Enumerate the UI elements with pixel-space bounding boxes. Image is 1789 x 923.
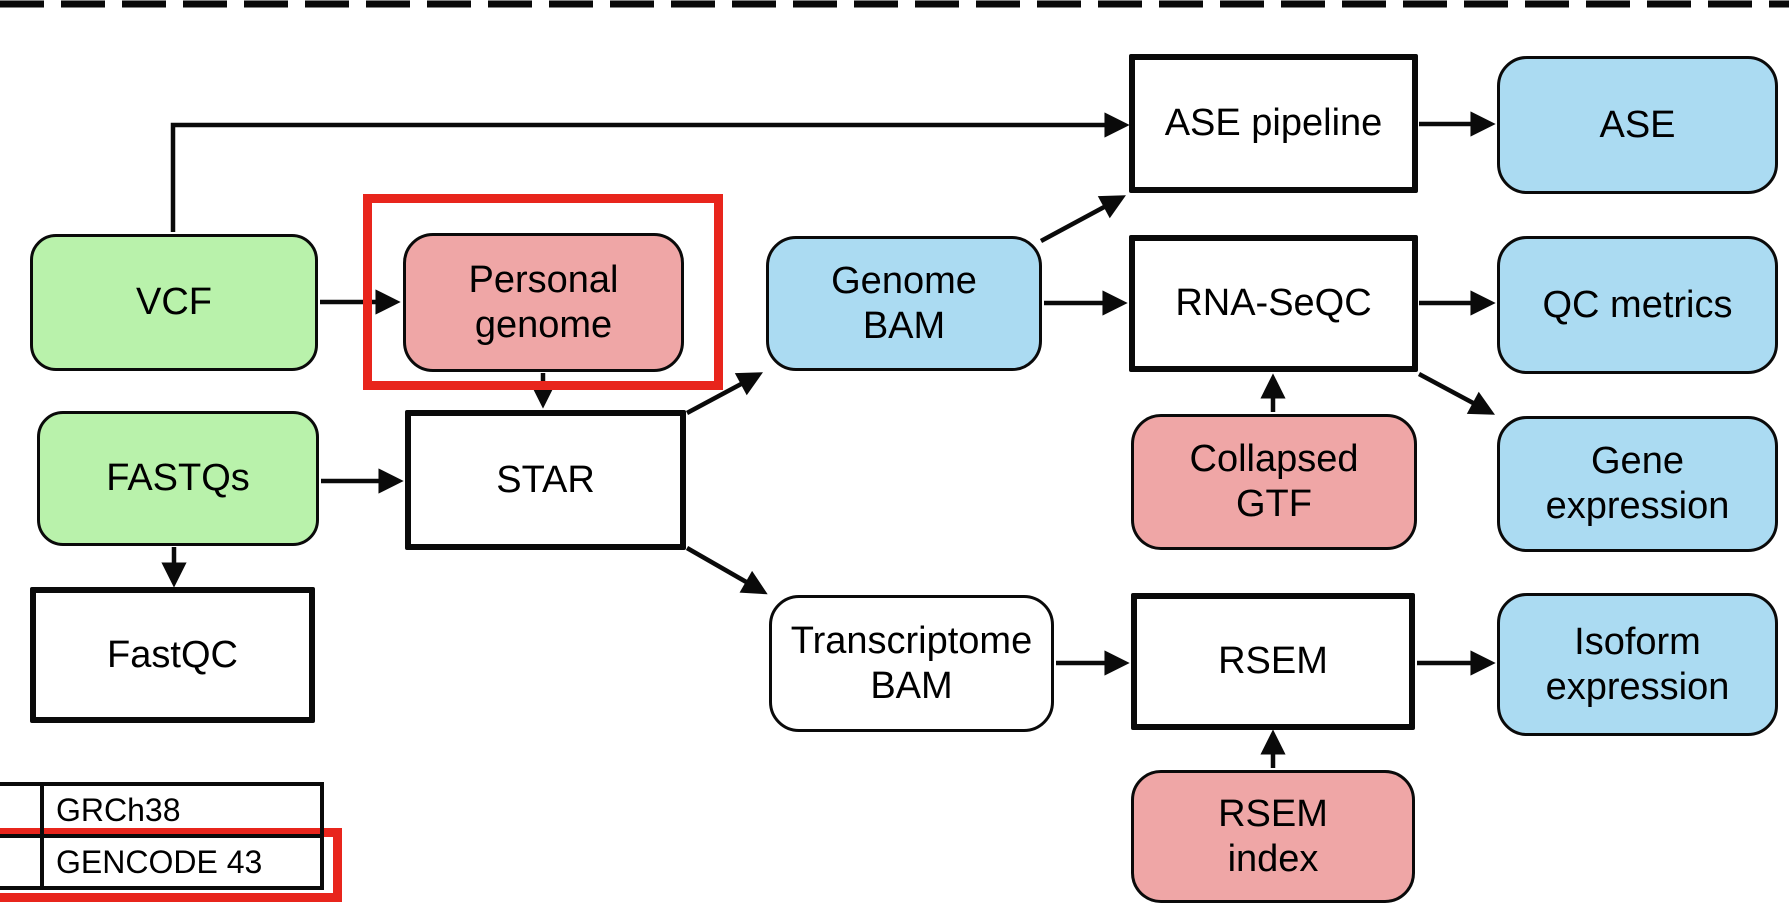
node-ase-pipeline: ASE pipeline [1129, 54, 1418, 193]
legend-label-gencode43: GENCODE 43 [56, 843, 263, 880]
edge-rna-seqc-to-gene-expression [1417, 372, 1495, 415]
node-collapsed-gtf-label: Collapsed GTF [1189, 438, 1359, 525]
legend-label-grch38: GRCh38 [56, 791, 181, 828]
node-personal-genome: Personal genome [403, 233, 684, 372]
node-collapsed-gtf: Collapsed GTF [1131, 414, 1417, 550]
node-fastqc: FastQC [30, 587, 315, 723]
node-star-label: STAR [496, 458, 595, 501]
node-rsem: RSEM [1131, 593, 1415, 730]
node-rsem-index-label: RSEM index [1218, 792, 1328, 880]
node-ase-pipeline-label: ASE pipeline [1164, 102, 1383, 145]
node-fastqs-label: FASTQs [106, 457, 250, 500]
node-ase: ASE [1497, 56, 1778, 194]
edge-vcf-to-ase-pipeline [170, 112, 1130, 232]
node-genome-bam: Genome BAM [766, 236, 1042, 371]
highlight-rect-gencode-row [0, 828, 342, 902]
legend-row-gencode43: GENCODE 43 [0, 838, 320, 886]
node-gene-expression-label: Gene expression [1545, 440, 1730, 527]
node-isoform-expression: Isoform expression [1497, 593, 1778, 736]
node-transcriptome-bam: Transcriptome BAM [769, 595, 1054, 732]
node-rsem-label: RSEM [1218, 640, 1328, 683]
node-fastqc-label: FastQC [107, 633, 238, 676]
node-isoform-expression-label: Isoform expression [1545, 620, 1730, 708]
legend-swatch-cell [0, 838, 44, 886]
node-qc-metrics-label: QC metrics [1542, 283, 1733, 326]
highlight-rect-personal-genome [363, 194, 723, 390]
edge-genome-bam-to-ase-pipeline [1039, 195, 1126, 243]
node-vcf-label: VCF [136, 281, 212, 324]
node-fastqs: FASTQs [37, 411, 319, 546]
legend-table: GRCh38 GENCODE 43 [0, 782, 324, 890]
node-rna-seqc: RNA-SeQC [1129, 235, 1418, 372]
node-transcriptome-bam-label: Transcriptome BAM [790, 619, 1033, 707]
edge-star-to-transcriptome-bam [685, 546, 768, 595]
node-qc-metrics: QC metrics [1497, 236, 1778, 374]
node-rsem-index: RSEM index [1131, 770, 1415, 903]
node-gene-expression: Gene expression [1497, 416, 1778, 552]
node-genome-bam-label: Genome BAM [831, 259, 977, 347]
node-vcf: VCF [30, 234, 318, 371]
node-rna-seqc-label: RNA-SeQC [1175, 282, 1372, 325]
node-personal-genome-label: Personal genome [468, 258, 619, 346]
legend-swatch-cell [0, 786, 44, 834]
node-star: STAR [405, 410, 686, 550]
legend-row-grch38: GRCh38 [0, 786, 320, 838]
node-ase-label: ASE [1599, 103, 1676, 146]
edge-star-to-genome-bam [685, 372, 763, 415]
